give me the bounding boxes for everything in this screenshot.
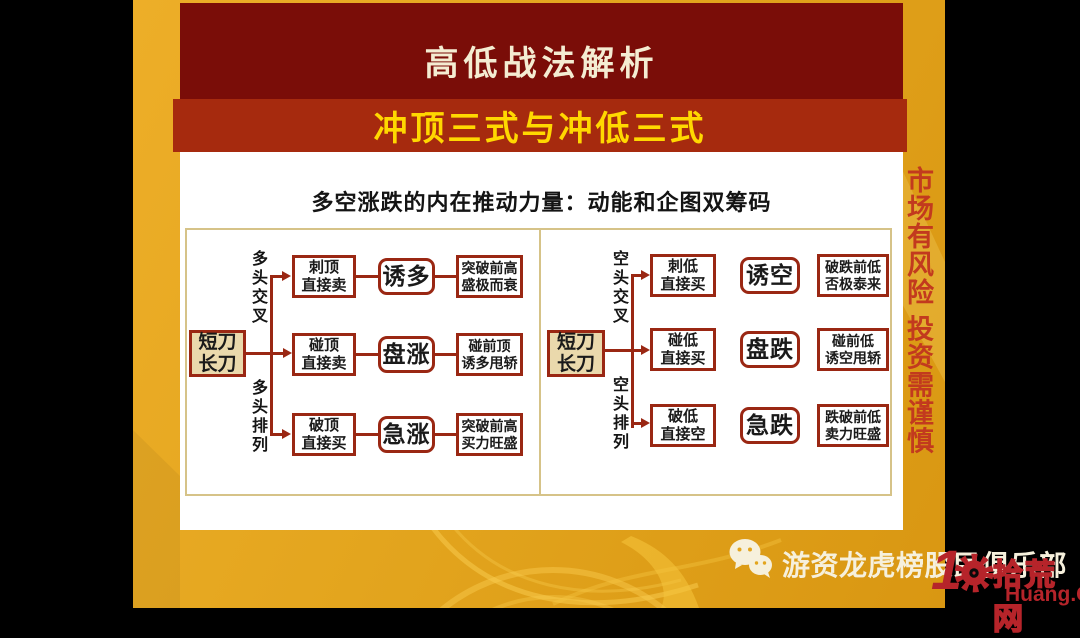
- title-bar: 高低战法解析: [180, 3, 903, 99]
- site-watermark: 1 拾荒网 Huang.CN: [931, 542, 1080, 637]
- result-line: 买力旺盛: [461, 434, 518, 451]
- result-line: 诱多甩轿: [461, 354, 518, 371]
- flow-diagram: 短刀 长刀 多头交叉 多头排列 刺顶 直接卖 诱多 突破前高 盛极而衰 碰顶 直…: [185, 228, 892, 496]
- branch-label-top: 多头交叉: [249, 250, 266, 326]
- action-line: 直接卖: [301, 276, 347, 294]
- action-line: 直接买: [660, 275, 706, 293]
- arrow-icon: [282, 271, 291, 281]
- connector-line: [356, 353, 378, 356]
- subtitle-text: 冲顶三式与冲低三式: [373, 110, 707, 148]
- action-line: 直接卖: [301, 354, 347, 372]
- connector-line: [356, 433, 378, 436]
- connector-line: [605, 349, 642, 352]
- result-line: 跌破前低: [825, 408, 881, 425]
- watermark-domain: Huang.CN: [1005, 583, 1080, 606]
- result-line: 否极泰来: [825, 275, 881, 292]
- mode-box: 急涨: [378, 416, 435, 453]
- action-box: 破低 直接空: [650, 404, 716, 447]
- connector-line: [632, 422, 642, 425]
- root-line: 短刀: [198, 331, 237, 353]
- action-line: 碰低: [667, 331, 698, 349]
- result-line: 诱空甩轿: [825, 349, 881, 366]
- action-box: 刺顶 直接卖: [292, 255, 356, 298]
- arrow-icon: [641, 345, 650, 355]
- connector-line: [271, 433, 283, 436]
- action-line: 刺顶: [308, 258, 339, 276]
- root-line: 短刀: [556, 331, 595, 353]
- result-box: 突破前高 买力旺盛: [456, 413, 523, 456]
- action-line: 破顶: [308, 416, 339, 434]
- result-line: 突破前高: [461, 259, 518, 276]
- connector-line: [435, 275, 456, 278]
- result-box: 跌破前低 卖力旺盛: [817, 404, 889, 447]
- action-line: 直接买: [660, 349, 706, 367]
- connector-line: [435, 433, 456, 436]
- panel-divider: [539, 230, 541, 494]
- connector-line: [271, 275, 283, 278]
- connector-line: [435, 353, 456, 356]
- gear-icon: [954, 553, 994, 593]
- action-box: 破顶 直接买: [292, 413, 356, 456]
- connector-line: [356, 275, 378, 278]
- result-box: 突破前高 盛极而衰: [456, 255, 523, 298]
- arrow-icon: [641, 270, 650, 280]
- account-name: 游资龙虎榜股民俱乐部: [782, 550, 1068, 581]
- result-line: 突破前高: [461, 417, 518, 434]
- result-line: 盛极而衰: [461, 276, 518, 293]
- action-line: 破低: [667, 407, 698, 425]
- action-line: 刺低: [667, 257, 698, 275]
- connector-line: [632, 274, 642, 277]
- result-box: 碰前顶 诱多甩轿: [456, 333, 523, 376]
- result-box: 破跌前低 否极泰来: [817, 254, 889, 297]
- mode-box: 急跌: [740, 407, 800, 444]
- content-panel: 多空涨跌的内在推动力量：动能和企图双筹码 短刀 长: [180, 152, 903, 530]
- root-line: 长刀: [198, 353, 237, 375]
- action-line: 碰顶: [308, 336, 339, 354]
- footer-branding: 游资龙虎榜股民俱乐部: [728, 538, 1067, 584]
- flowchart-bull: 短刀 长刀 多头交叉 多头排列 刺顶 直接卖 诱多 突破前高 盛极而衰 碰顶 直…: [187, 230, 890, 494]
- mode-box: 盘涨: [378, 336, 435, 373]
- result-line: 卖力旺盛: [825, 425, 881, 442]
- root-box: 短刀 长刀: [189, 330, 246, 377]
- mode-box: 诱多: [378, 258, 435, 295]
- branch-label-bottom: 多头排列: [249, 379, 266, 455]
- result-line: 碰前顶: [468, 337, 511, 354]
- action-box: 刺低 直接买: [650, 254, 716, 297]
- presentation-slide: 高低战法解析 冲顶三式与冲低三式 多空涨跌的内在推动力量：动能和企图双筹码: [133, 0, 1067, 608]
- action-line: 直接买: [301, 434, 347, 452]
- action-line: 直接空: [660, 425, 706, 443]
- arrow-icon: [282, 429, 291, 439]
- flowchart-bear: 短刀 长刀 空头交叉 空头排列 刺低 直接买 诱空 破跌前低 否极泰来 碰低 直…: [187, 230, 890, 494]
- diagram-caption: 多空涨跌的内在推动力量：动能和企图双筹码: [311, 190, 772, 215]
- root-line: 长刀: [556, 353, 595, 375]
- result-box: 碰前低 诱空甩轿: [817, 328, 889, 371]
- connector-line: [246, 352, 284, 355]
- result-line: 破跌前低: [825, 258, 881, 275]
- branch-label-top: 空头交叉: [610, 250, 627, 326]
- root-box: 短刀 长刀: [547, 330, 605, 377]
- mode-box: 诱空: [740, 257, 800, 294]
- page-title: 高低战法解析: [424, 45, 659, 83]
- connector-trunk: [270, 275, 273, 436]
- action-box: 碰低 直接买: [650, 328, 716, 371]
- arrow-icon: [641, 418, 650, 428]
- branch-label-bottom: 空头排列: [610, 376, 627, 452]
- risk-warning-text: 市场有风险 投资需谨慎: [903, 166, 933, 455]
- mode-box: 盘跌: [740, 331, 800, 368]
- wechat-icon: [729, 539, 772, 578]
- result-line: 碰前低: [832, 332, 874, 349]
- action-box: 碰顶 直接卖: [292, 333, 356, 376]
- subtitle-banner: 冲顶三式与冲低三式: [173, 99, 907, 152]
- arrow-icon: [283, 348, 292, 358]
